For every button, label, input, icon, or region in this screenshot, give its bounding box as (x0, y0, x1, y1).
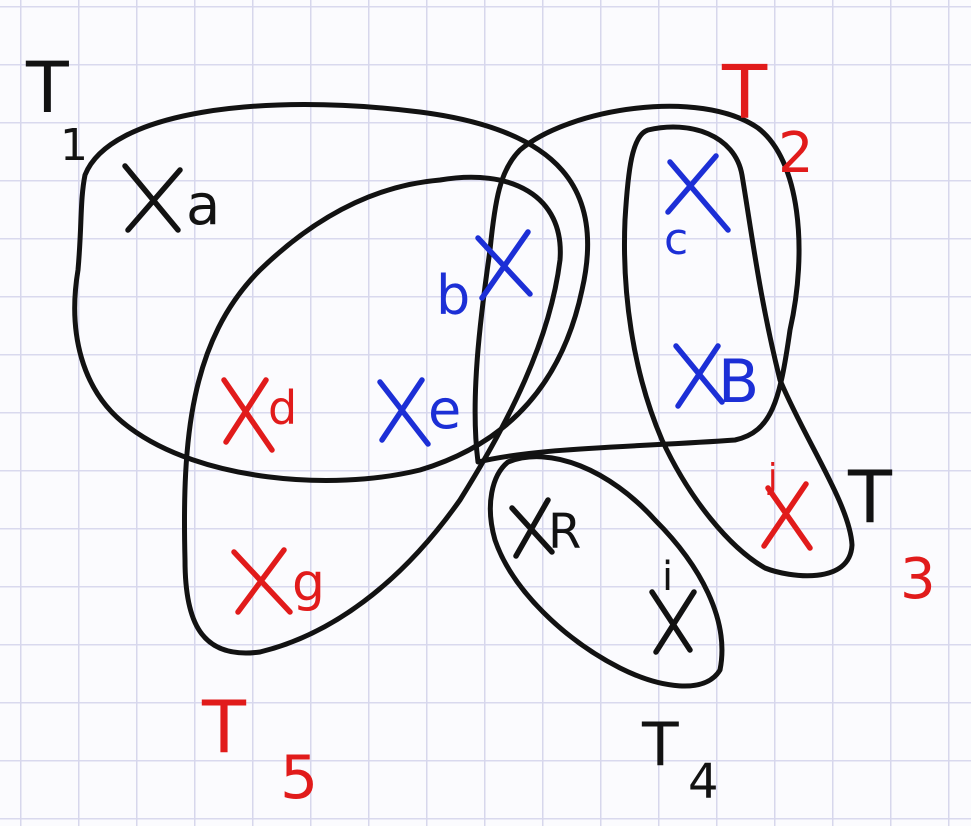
set-label-T1-index: 1 (60, 120, 88, 171)
vertex-h: R (509, 497, 581, 560)
vertex-d: d (221, 377, 297, 453)
vertex-a-cross-icon (122, 163, 183, 233)
set-label-T4-letter: T (641, 710, 679, 780)
vertex-e: e (377, 377, 461, 447)
vertex-c-cross-icon (665, 153, 731, 233)
vertex-d-cross-icon (221, 377, 275, 453)
set-label-T2-index: 2 (778, 121, 814, 186)
set-label-T3-index: 3 (900, 547, 936, 612)
vertex-e-label: e (428, 378, 461, 441)
set-label-T5: T 5 (201, 685, 318, 813)
vertex-j-cross-icon (761, 481, 813, 551)
vertex-B-cross-icon (673, 343, 725, 409)
vertex-i-cross-icon (649, 589, 697, 655)
vertex-h-cross-icon (509, 497, 555, 559)
vertex-j: j (761, 457, 813, 551)
set-label-T2-letter: T (721, 50, 768, 136)
set-label-T4-index: 4 (688, 754, 719, 810)
set-label-T3: T 3 (847, 455, 936, 612)
vertex-a: a (122, 163, 220, 238)
set-label-T5-index: 5 (280, 743, 318, 813)
vertex-e-cross-icon (377, 377, 431, 447)
vertex-g-label: g (292, 553, 325, 613)
vertex-c-label: c (664, 214, 688, 265)
set-T4-outline (487, 454, 725, 689)
vertex-i-label: i (662, 554, 673, 600)
vertex-d-label: d (268, 381, 297, 435)
vertex-b: b (436, 229, 533, 327)
vertex-i: i (649, 554, 697, 655)
set-T3-outline (621, 124, 855, 579)
set-T5-outline (181, 174, 563, 656)
vertex-a-label: a (186, 173, 220, 238)
vertex-B: B (673, 343, 759, 417)
set-label-T4: T 4 (641, 710, 719, 810)
vertex-B-label: B (718, 347, 759, 417)
set-T2-outline (472, 103, 802, 465)
vertex-j-label: j (767, 457, 777, 497)
set-label-T3-letter: T (847, 455, 893, 539)
vertex-b-label: b (436, 264, 470, 327)
set-label-T5-letter: T (201, 685, 247, 769)
vertex-c: c (664, 153, 731, 265)
set-label-T1-letter: T (25, 47, 69, 129)
set-label-T1: T 1 (25, 47, 88, 171)
vertex-g: g (231, 547, 325, 615)
set-label-T2: T 2 (721, 50, 814, 186)
vertex-b-cross-icon (475, 229, 533, 301)
vertex-g-cross-icon (231, 547, 293, 615)
vertex-h-label: R (548, 504, 581, 560)
